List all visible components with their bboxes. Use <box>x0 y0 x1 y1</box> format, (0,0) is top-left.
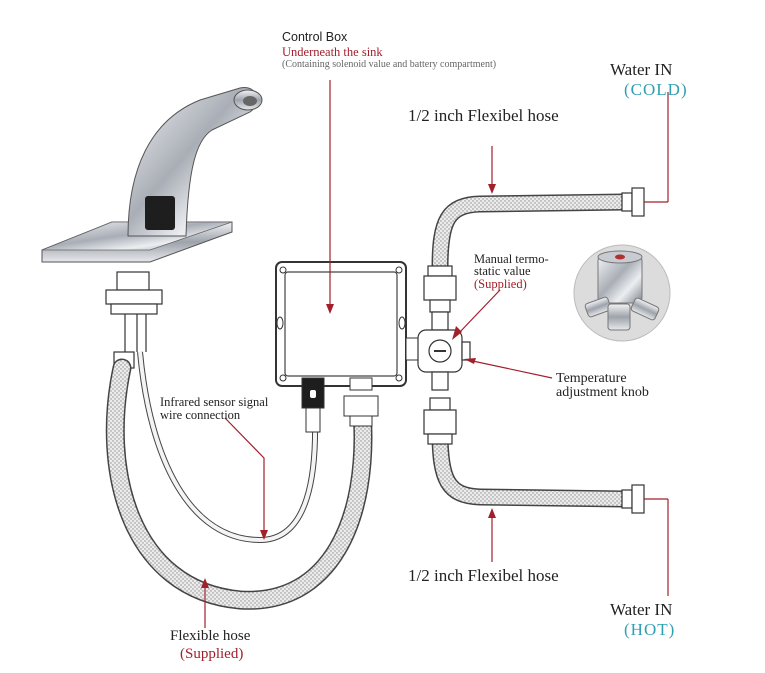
hose-top-label: 1/2 inch Flexibel hose <box>408 106 559 126</box>
control-box-subtitle: Underneath the sink <box>282 45 383 59</box>
sensor-wire-label-line2: wire connection <box>160 408 240 422</box>
valve-photo-inset <box>574 245 670 341</box>
water-in-hot-label: Water IN <box>610 600 672 620</box>
faucet-connector-icon <box>106 272 162 368</box>
knob-label-line2: adjustment knob <box>556 385 649 401</box>
faucet-icon <box>42 87 262 262</box>
hose-bottom-label: 1/2 inch Flexibel hose <box>408 566 559 586</box>
flexible-hose-tag: (Supplied) <box>180 646 243 663</box>
flexible-hose-label: Flexible hose <box>170 628 250 645</box>
control-box-icon <box>276 262 420 432</box>
control-box-note: (Containing solenoid value and battery c… <box>282 59 496 71</box>
water-in-hot-tag: (HOT) <box>624 620 675 640</box>
water-in-cold-label: Water IN <box>610 60 672 80</box>
hot-inlet-nut-icon <box>622 485 644 513</box>
control-box-title: Control Box <box>282 30 347 44</box>
water-in-cold-tag: (COLD) <box>624 80 688 100</box>
thermostatic-valve-icon <box>418 266 470 444</box>
valve-label-tag: (Supplied) <box>474 277 527 291</box>
cold-inlet-nut-icon <box>622 188 644 216</box>
